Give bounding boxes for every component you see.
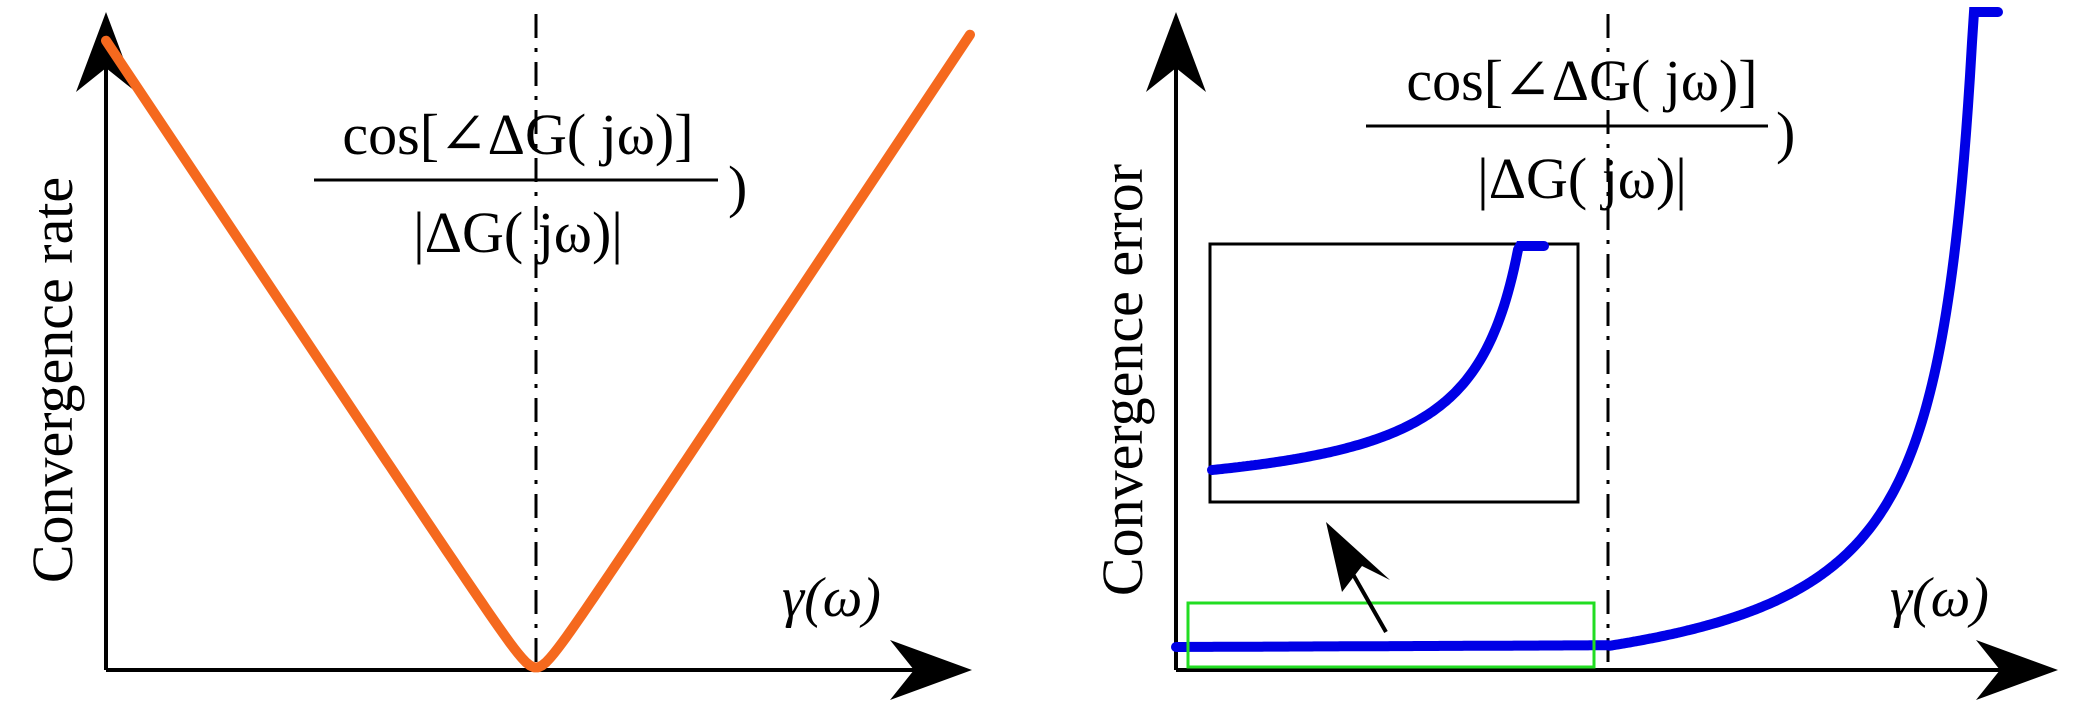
convergence-error-curve bbox=[1171, 7, 2003, 652]
right-y-label: Convergence error bbox=[1090, 164, 1155, 596]
left-annotation-numerator: cos[∠ΔG( jω)] bbox=[342, 102, 693, 167]
zoom-arrow-head bbox=[1326, 522, 1390, 592]
right-annotation-denominator: |ΔG( jω)| bbox=[1477, 146, 1687, 211]
left-annotation-denominator: |ΔG( jω)| bbox=[413, 200, 623, 265]
right-x-label: γ(ω) bbox=[1890, 567, 1989, 629]
left-x-label: γ(ω) bbox=[782, 567, 881, 629]
right-panel: Convergence error cos[∠ΔG( jω)] |ΔG( jω)… bbox=[1090, 7, 2058, 700]
right-annotation-close-paren: ) bbox=[1776, 100, 1795, 165]
left-annotation-close-paren: ) bbox=[728, 154, 747, 219]
right-y-axis-arrowhead bbox=[1146, 12, 1206, 92]
right-annotation-numerator: cos[∠ΔG( jω)] bbox=[1406, 48, 1757, 113]
left-x-axis-arrowhead bbox=[890, 640, 972, 700]
zoom-region-box bbox=[1186, 601, 1596, 669]
left-y-label: Convergence rate bbox=[20, 177, 85, 583]
left-panel: Convergence rate cos[∠ΔG( jω)] |ΔG( jω)|… bbox=[20, 12, 975, 700]
right-x-axis-arrowhead bbox=[1976, 640, 2058, 700]
convergence-rate-curve bbox=[101, 29, 975, 673]
right-annotation: cos[∠ΔG( jω)] |ΔG( jω)| ) bbox=[1366, 48, 1795, 211]
left-annotation: cos[∠ΔG( jω)] |ΔG( jω)| ) bbox=[314, 102, 747, 265]
zoom-inset-curve bbox=[1207, 241, 1549, 475]
